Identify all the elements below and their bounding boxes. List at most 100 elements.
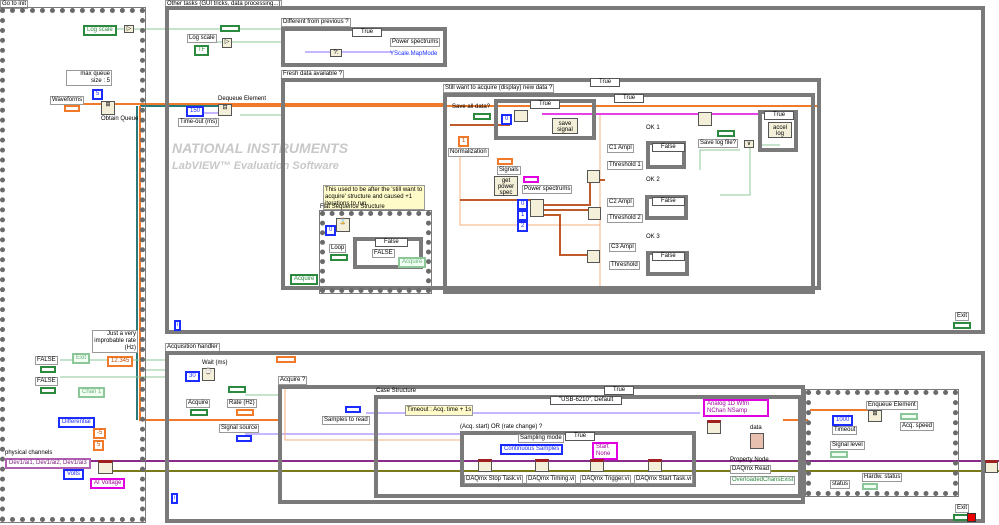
physical-channels-constant[interactable]: Dev1/ai1, Dev1/ai2, Dev1/ai3 — [5, 458, 91, 469]
index-array-icon — [530, 199, 544, 217]
watermark: NATIONAL INSTRUMENTS — [172, 140, 349, 156]
acquire-shift-register — [228, 386, 246, 393]
fresh-selector[interactable]: True — [590, 78, 621, 87]
ok1-label: OK 1 — [646, 125, 660, 131]
usb-selector[interactable]: "USB-6210", Default — [550, 396, 623, 405]
samples-terminal[interactable] — [345, 406, 361, 413]
signal-source-label: Signal source — [219, 424, 260, 433]
volts-constant[interactable]: Volts — [63, 469, 85, 480]
rate-shift-register — [276, 356, 296, 363]
stop-task-icon — [478, 459, 492, 472]
physical-channels-label: physical channels — [5, 450, 53, 456]
rate-terminal[interactable] — [236, 409, 254, 416]
yscale-property: YScale.MapMode — [390, 51, 438, 57]
trigger-icon — [590, 459, 604, 472]
log-scale-terminal: TF — [194, 45, 210, 56]
still-selector[interactable]: True — [614, 94, 645, 103]
timeout-label: Time-out (ms) — [178, 118, 220, 127]
flat-selector[interactable]: False — [375, 238, 408, 247]
sampling-mode-label: Sampling mode — [518, 434, 564, 443]
waveforms-label: Waveforms — [50, 96, 85, 105]
signals-indicator — [497, 158, 513, 165]
timing-label: DAQmx Timing.vi — [526, 475, 577, 484]
acquire-case — [278, 385, 805, 504]
obtain-queue-label: Obtain Queue — [101, 116, 139, 122]
enqueue-label: Enqueue Element — [866, 401, 918, 410]
zero-constant: 0 — [501, 114, 513, 125]
wait-constant: 30 — [185, 371, 200, 382]
daqmx-read-icon — [707, 420, 721, 434]
different-label: Different from previous ? — [281, 18, 351, 27]
differential-constant[interactable]: Differential — [58, 417, 95, 428]
rate-label: Rate (Hz) — [227, 399, 257, 408]
timeout-constant: 150 — [186, 106, 205, 117]
acquire-control[interactable]: Acquire — [290, 274, 319, 285]
acq-speed-indicator — [900, 413, 918, 420]
trigger-label: DAQmx Trigger.vi — [580, 475, 632, 484]
get-power-spec-subvi: get power spec — [494, 176, 518, 196]
exit1-label: Exit — [955, 312, 970, 321]
hardw-status-label: Hardw. status — [862, 473, 903, 482]
waveforms-constant — [64, 105, 80, 112]
min-constant: -5 — [93, 428, 107, 439]
acquire-q-label: Acquire ? — [278, 376, 308, 385]
loop-iteration-2: i — [171, 493, 179, 504]
flat-sequence — [319, 210, 432, 294]
loop-control[interactable] — [330, 254, 348, 261]
ok2-label: OK 2 — [646, 177, 660, 183]
normalization-constant: 1 — [458, 136, 470, 147]
comment-note: This used to be after the 'still want to… — [323, 185, 425, 210]
acquire-selector[interactable]: True — [604, 386, 635, 395]
daqmx-create-channel-icon — [98, 460, 113, 474]
save-all-label: Save all data? — [452, 104, 491, 110]
max-constant: 5 — [93, 440, 105, 451]
different-selector[interactable]: True — [352, 28, 383, 37]
ok1-selector[interactable]: False — [652, 143, 685, 152]
start-none-constant[interactable]: Start None — [592, 442, 618, 460]
timing-icon — [535, 459, 549, 472]
amplitude-subvi-1 — [587, 170, 600, 183]
ok2-selector[interactable]: False — [652, 197, 685, 206]
save-all-control[interactable] — [473, 113, 491, 120]
not-gate-icon: ▷ — [124, 25, 134, 33]
amplitude-subvi-2 — [588, 207, 601, 220]
enqueue-icon: ⊞ — [868, 410, 882, 422]
acq-handler-loop — [165, 351, 985, 523]
status-unbundle: status — [830, 480, 851, 489]
obtain-queue-icon: ⊞ — [101, 101, 115, 115]
acquire-terminal[interactable] — [190, 409, 208, 416]
sampling-mode-constant[interactable]: Continuous Samples — [500, 444, 564, 455]
property-node-label: Property Node — [730, 457, 769, 463]
false-constant-1 — [40, 366, 56, 373]
save-signal-subvi: save signal — [552, 118, 578, 134]
c1-label: C1 Ampl — [607, 144, 634, 153]
ai-voltage-constant[interactable]: AI Voltage — [90, 478, 126, 489]
signal-source-terminal[interactable] — [236, 435, 252, 442]
signal-level-label: Signal level — [830, 441, 865, 450]
th2-label: Threshold 2 — [607, 214, 643, 223]
enqueue-sequence — [805, 389, 959, 497]
signals-label: Signals — [497, 166, 521, 175]
acq-speed-label: Acq. speed — [900, 422, 935, 431]
analog-read-constant[interactable]: Analog 1D Wfm NChan NSamp — [703, 399, 769, 417]
accel-log-subvi: accel log — [768, 122, 792, 138]
array-wires — [450, 124, 605, 256]
log-selector[interactable]: True — [764, 111, 795, 120]
acquire-local: Acquire — [398, 257, 427, 268]
still-want-label: Still want to acquire (display) new data… — [443, 84, 555, 93]
overloaded-property: OverloadedChansExist — [730, 476, 796, 485]
start-task-icon — [648, 459, 662, 472]
log-scale-label: Log scale — [187, 34, 217, 43]
save-selector[interactable]: True — [530, 100, 561, 109]
power-spectrums2-label: Power spectrums — [522, 185, 573, 194]
save-log-control[interactable] — [717, 130, 735, 137]
acq-start-selector[interactable]: True — [565, 432, 596, 441]
false-label-1: FALSE — [35, 356, 58, 365]
ok3-selector[interactable]: False — [652, 252, 685, 261]
index-2: 2 — [517, 221, 529, 232]
th3-label: Threshold — [609, 261, 640, 270]
log-scale-control[interactable]: Log scale — [83, 25, 117, 36]
data-label: data — [750, 425, 762, 431]
fresh-data-case — [281, 78, 821, 290]
